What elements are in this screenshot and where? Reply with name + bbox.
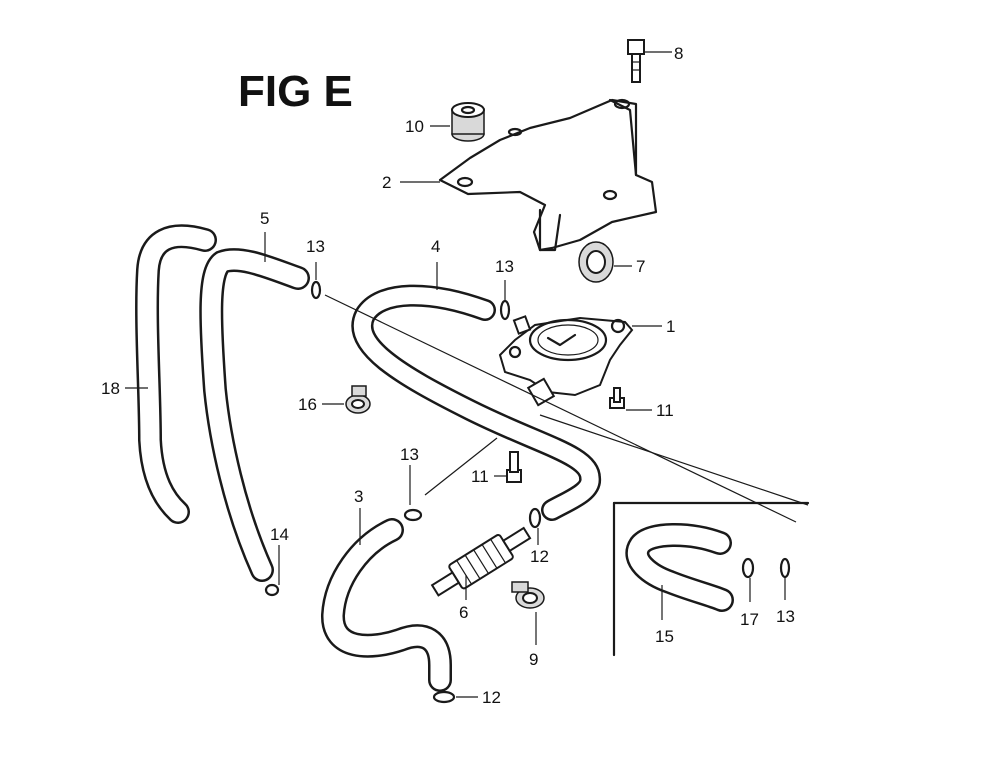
part-8-bolt [627,39,672,83]
callout-11-b: 11 [471,467,489,486]
callout-11-a: 11 [656,401,674,420]
callout-16: 16 [298,395,317,414]
clip-13-mid [403,465,423,522]
part-15-hose [625,523,734,620]
part-9-clamp [511,581,545,645]
callout-8: 8 [674,44,683,63]
part-4-hose [351,262,601,521]
part-7-grommet [578,241,632,283]
clip-13-upper-left [310,262,322,300]
part-10-grommet [430,102,485,142]
callout-12-a: 12 [530,547,549,566]
callout-7: 7 [636,257,645,276]
clip-13-inset [779,557,791,600]
part-6-fuel-filter [430,526,532,600]
callout-10: 10 [405,117,424,136]
callout-13-b: 13 [495,257,514,276]
callout-3: 3 [354,487,363,506]
part-11-bolt-lower [494,451,522,483]
part-2-bracket [400,98,658,252]
connection-leaders [324,294,809,523]
callout-17: 17 [740,610,759,629]
clip-13-upper-mid [499,280,511,321]
callout-6: 6 [459,603,468,622]
part-18-hose [125,224,217,524]
clip-12-lower [432,690,478,704]
callout-13-a: 13 [306,237,325,256]
callout-9: 9 [529,650,538,669]
clip-17 [741,557,755,602]
callout-13-d: 13 [776,607,795,626]
part-1-fuel-pump [498,315,662,407]
callout-13-c: 13 [400,445,419,464]
callout-5: 5 [260,209,269,228]
clip-14 [264,545,280,597]
part-5-hose [199,232,310,582]
callout-12-b: 12 [482,688,501,707]
part-3-hose [321,508,452,692]
callout-1: 1 [666,317,675,336]
figure-title: FIG E [238,67,353,116]
callout-15: 15 [655,627,674,646]
part-11-bolt-upper [609,387,652,411]
part-16-clamp [322,385,371,414]
clip-12-mid [528,507,542,545]
callout-18: 18 [101,379,120,398]
callout-2: 2 [382,173,391,192]
inset-box [612,501,810,657]
callout-4: 4 [431,237,440,256]
callout-14: 14 [270,525,289,544]
